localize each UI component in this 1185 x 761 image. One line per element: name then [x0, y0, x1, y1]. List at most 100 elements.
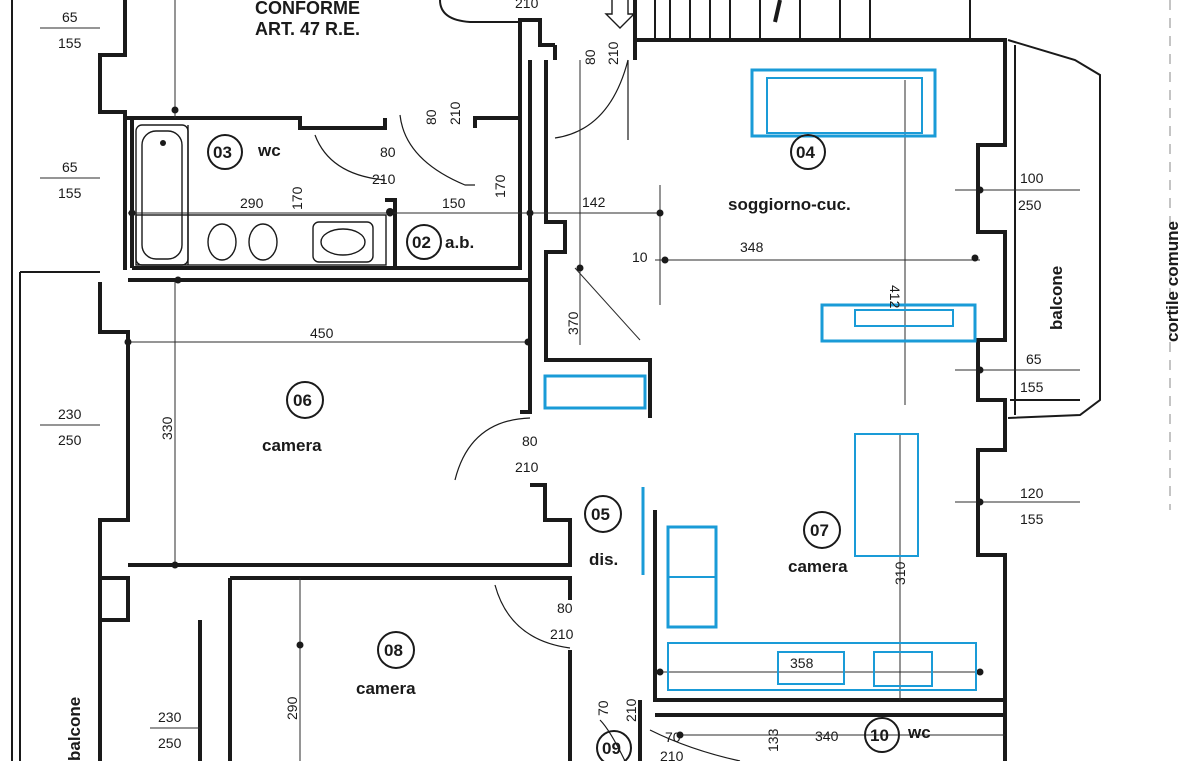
- room06-bottom-wall: [128, 483, 572, 567]
- dim-door-b-210: 210: [447, 101, 463, 125]
- dim-right2-a: 65: [1026, 351, 1042, 367]
- dim-top-210: 210: [515, 0, 539, 11]
- dim-liv-370: 370: [565, 311, 581, 335]
- room-05-number: 05: [591, 505, 610, 524]
- dimension-lines: [40, 0, 1080, 761]
- dim-left-low-b: 250: [58, 432, 82, 448]
- dim-dot: [386, 209, 394, 217]
- note-line-1: CONFORME: [255, 0, 360, 18]
- dim-bot-210: 210: [623, 698, 639, 722]
- dim-bot-340: 340: [815, 728, 839, 744]
- dim-ab-width: 150: [442, 195, 466, 211]
- fixture-row: [135, 214, 387, 266]
- dim-dot: [656, 209, 664, 217]
- room-10-circle: [864, 717, 900, 753]
- room-02-name: a.b.: [445, 233, 474, 252]
- corridor-cabinet: [543, 374, 647, 410]
- room-02-number: 02: [412, 233, 431, 252]
- room-06-number: 06: [293, 391, 312, 410]
- dim-door06-80: 80: [522, 433, 538, 449]
- sofa-inner: [854, 309, 954, 327]
- washbasin: [312, 221, 374, 263]
- fixtures: [135, 124, 394, 266]
- dim-dot: [676, 731, 684, 739]
- dim-dot: [976, 186, 984, 194]
- room-09-number: 09: [602, 739, 621, 758]
- washbasin-bowl: [320, 228, 366, 256]
- room-04-circle: [790, 134, 826, 170]
- dim-door08-80: 80: [557, 600, 573, 616]
- doors: [314, 59, 741, 761]
- dim-wc-height: 170: [289, 186, 305, 210]
- balcony-left-label: balcone: [65, 697, 84, 761]
- desk-unit-2: [873, 651, 933, 687]
- stair-arrow-stem: [773, 0, 782, 23]
- room-05-circle: [584, 495, 622, 533]
- dim-right3-a: 120: [1020, 485, 1044, 501]
- desk: [667, 642, 977, 691]
- dim-door08-210: 210: [550, 626, 574, 642]
- room-07-name: camera: [788, 557, 848, 576]
- room-10-number: 10: [870, 726, 889, 745]
- room06-top-wall: [128, 278, 532, 414]
- room-08-circle: [377, 631, 415, 669]
- dim-door06-210: 210: [515, 459, 539, 475]
- dim-r06-height: 330: [159, 416, 175, 440]
- room-03-number: 03: [213, 143, 232, 162]
- dimension-labels: 65 155 65 155 230 250 230 250 210 80 210…: [58, 0, 1044, 761]
- dim-left-mid-b: 155: [58, 185, 82, 201]
- east-wall: [633, 0, 1007, 761]
- door-arc-09: [599, 719, 626, 761]
- door-arc-wc: [314, 134, 386, 181]
- room-03-circle: [207, 134, 243, 170]
- room-06-name: camera: [262, 436, 322, 455]
- dim-door-top-210: 210: [605, 41, 621, 65]
- room-03-name: wc: [257, 141, 281, 160]
- dim-bot-70: 70: [595, 700, 611, 716]
- dim-right3-b: 155: [1020, 511, 1044, 527]
- furniture-overlay: [543, 68, 977, 691]
- ab-partition: [385, 198, 397, 212]
- dim-wc-width: 290: [240, 195, 264, 211]
- room-08-name: camera: [356, 679, 416, 698]
- dim-left-bottom-a: 230: [158, 709, 182, 725]
- dim-ab-height: 170: [492, 174, 508, 198]
- dim-dot: [171, 106, 179, 114]
- kitchen-counter-outer: [750, 68, 937, 138]
- bathtub-drain: [160, 140, 166, 146]
- door-arc-06: [454, 417, 531, 481]
- balcony-right-label: balcone: [1047, 266, 1066, 330]
- bathtub: [135, 124, 189, 266]
- bed: [854, 433, 919, 557]
- balcony-outline: [1007, 39, 1101, 419]
- dim-r08-290: 290: [284, 696, 300, 720]
- door-arc-ab: [399, 114, 475, 186]
- room-04-number: 04: [796, 143, 815, 162]
- dim-liv-348: 348: [740, 239, 764, 255]
- entrance-arrow-icon: [604, 0, 636, 29]
- dim-dot: [174, 276, 182, 284]
- dim-dot: [526, 209, 534, 217]
- dim-bot-70b: 70: [665, 729, 681, 745]
- dim-liv-142: 142: [582, 194, 606, 210]
- dim-right1-b: 250: [1018, 197, 1042, 213]
- dim-dot: [976, 668, 984, 676]
- dim-right1-a: 100: [1020, 170, 1044, 186]
- dim-liv-412: 412: [887, 285, 903, 309]
- dim-r07-310: 310: [892, 561, 908, 585]
- dim-dot: [128, 209, 136, 217]
- bathtub-inner: [141, 130, 183, 260]
- dim-right2-b: 155: [1020, 379, 1044, 395]
- wc-bottom-wall: [132, 200, 397, 270]
- dim-top-left-a: 65: [62, 9, 78, 25]
- note-line-2: ART. 47 R.E.: [255, 19, 360, 39]
- hall-wall-top: [518, 18, 555, 118]
- sofa-outer: [820, 303, 977, 343]
- room-10-name: wc: [907, 723, 931, 742]
- dim-left-mid-a: 65: [62, 159, 78, 175]
- dim-dot: [524, 338, 532, 346]
- dim-r06-width: 450: [310, 325, 334, 341]
- room-07-circle: [803, 511, 841, 549]
- room07-walls: [653, 510, 1005, 702]
